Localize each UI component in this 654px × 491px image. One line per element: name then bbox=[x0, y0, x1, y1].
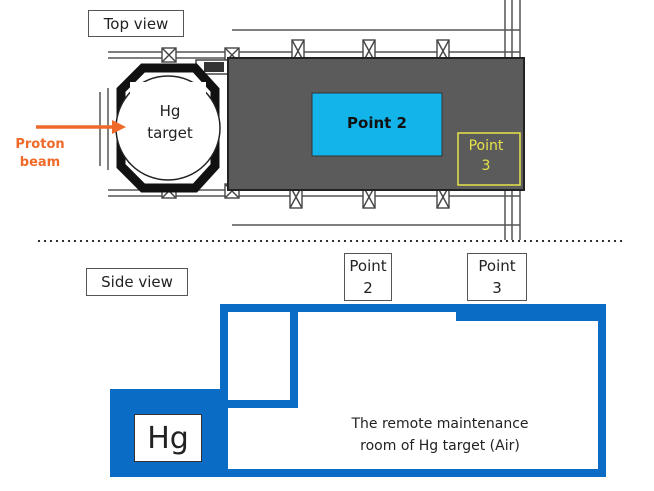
side-view-drawing bbox=[110, 304, 606, 477]
proton-beam-label-line1: Proton bbox=[15, 137, 65, 152]
hg-target-label-line1: Hg bbox=[159, 102, 181, 120]
room-label-line1: The remote maintenance bbox=[351, 416, 529, 432]
hg-block-label-text: Hg bbox=[147, 420, 189, 456]
proton-beam-label-line2: beam bbox=[19, 155, 61, 170]
side-point3-line2: 3 bbox=[492, 279, 502, 297]
side-point2-box: Point 2 bbox=[344, 253, 392, 301]
point3-top-label-line1: Point bbox=[468, 138, 504, 154]
proton-beam-arrow bbox=[36, 120, 126, 134]
hg-block-label: Hg bbox=[134, 414, 202, 462]
side-point2-line2: 2 bbox=[363, 279, 373, 297]
hg-target-label-line2: target bbox=[147, 124, 193, 142]
room-label: The remote maintenance room of Hg target… bbox=[320, 413, 560, 457]
hg-target-label: Hg target bbox=[140, 100, 200, 144]
proton-beam-label: Proton beam bbox=[10, 136, 70, 172]
side-view-title-text: Side view bbox=[101, 273, 173, 291]
side-point3-box: Point 3 bbox=[467, 253, 527, 301]
point3-area bbox=[457, 132, 521, 186]
hg-target-vessel bbox=[115, 63, 221, 193]
side-view-title: Side view bbox=[86, 268, 188, 296]
top-view-title-text: Top view bbox=[103, 14, 169, 33]
room-label-line2: room of Hg target (Air) bbox=[360, 438, 520, 454]
point2-label: Point 2 bbox=[312, 114, 442, 132]
point3-top-label: Point 3 bbox=[458, 136, 514, 176]
maintenance-room-floor bbox=[227, 57, 525, 191]
point3-top-label-line2: 3 bbox=[481, 158, 491, 174]
side-point2-line1: Point bbox=[349, 257, 387, 275]
point2-label-text: Point 2 bbox=[347, 114, 407, 132]
point2-area bbox=[311, 92, 443, 157]
top-view-title: Top view bbox=[88, 10, 184, 37]
side-point3-line1: Point bbox=[478, 257, 516, 275]
